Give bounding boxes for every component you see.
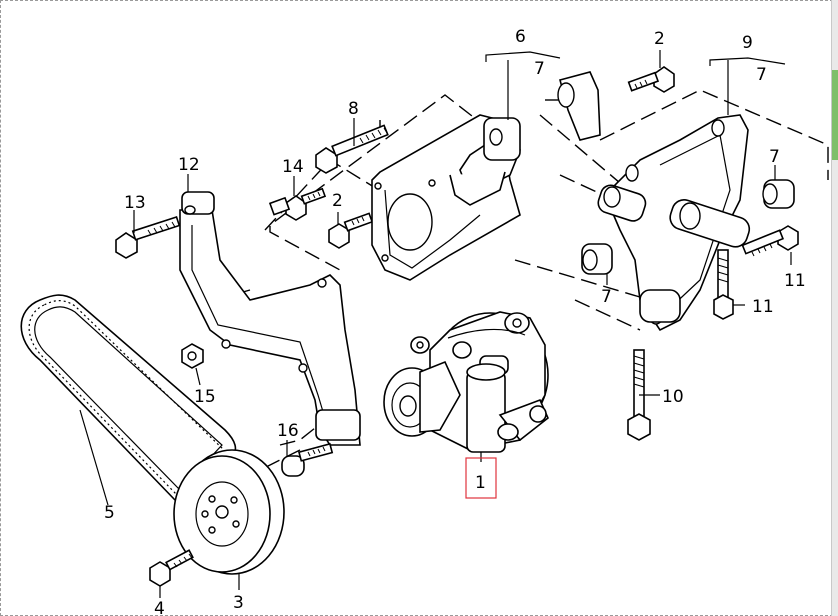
left-bracket[interactable] [179,191,361,446]
callout-11-slanted[interactable]: 11 [784,271,806,291]
center-bracket[interactable] [371,114,521,281]
bolt-4[interactable] [149,549,194,587]
power-steering-pump[interactable] [383,311,549,453]
callout-6[interactable]: 6 [515,27,526,47]
callout-1[interactable]: 1 [475,473,486,493]
leader-lines [79,50,792,598]
callout-15[interactable]: 15 [194,387,216,407]
bolt-16[interactable] [281,442,334,477]
callout-10[interactable]: 10 [662,387,684,407]
callout-4[interactable]: 4 [154,599,165,616]
bolt-2-left[interactable] [328,212,374,249]
bushing-7-lower[interactable] [581,243,613,275]
highlight-box-part-1[interactable] [465,457,497,499]
callout-8[interactable]: 8 [348,99,359,119]
right-bracket[interactable] [596,114,753,332]
nut-15[interactable] [181,343,204,369]
bolt-11-vertical[interactable] [713,249,734,320]
callout-2-left[interactable]: 2 [332,191,343,211]
bolt-14[interactable] [268,187,327,221]
bolt-10[interactable] [627,349,651,441]
callout-13[interactable]: 13 [124,193,146,213]
callout-9-sub-7[interactable]: 7 [756,65,767,85]
callout-11-vertical[interactable]: 11 [752,297,774,317]
right-scrollbar[interactable] [831,0,838,616]
callout-6-sub-7[interactable]: 7 [534,59,545,79]
callout-labels: 1 2 2 3 4 5 6 7 7 7 8 9 7 10 11 11 12 13… [104,27,806,616]
callout-7-right[interactable]: 7 [769,147,780,167]
callout-5[interactable]: 5 [104,503,115,523]
bushing-7-right[interactable] [762,179,795,209]
top-stud[interactable] [557,71,601,141]
bolt-13[interactable] [115,215,181,259]
bolt-2-right[interactable] [627,66,675,93]
pulley[interactable] [173,449,285,575]
callout-3[interactable]: 3 [233,593,244,613]
bolt-11-slanted[interactable] [741,225,799,257]
callout-9[interactable]: 9 [742,33,753,53]
callout-2-top[interactable]: 2 [654,29,665,49]
callout-16[interactable]: 16 [277,421,299,441]
callout-14[interactable]: 14 [282,157,304,177]
bolt-8[interactable] [315,124,389,174]
right-scrollbar-thumb[interactable] [832,70,838,160]
callout-12[interactable]: 12 [178,155,200,175]
callout-7-lower[interactable]: 7 [601,287,612,307]
